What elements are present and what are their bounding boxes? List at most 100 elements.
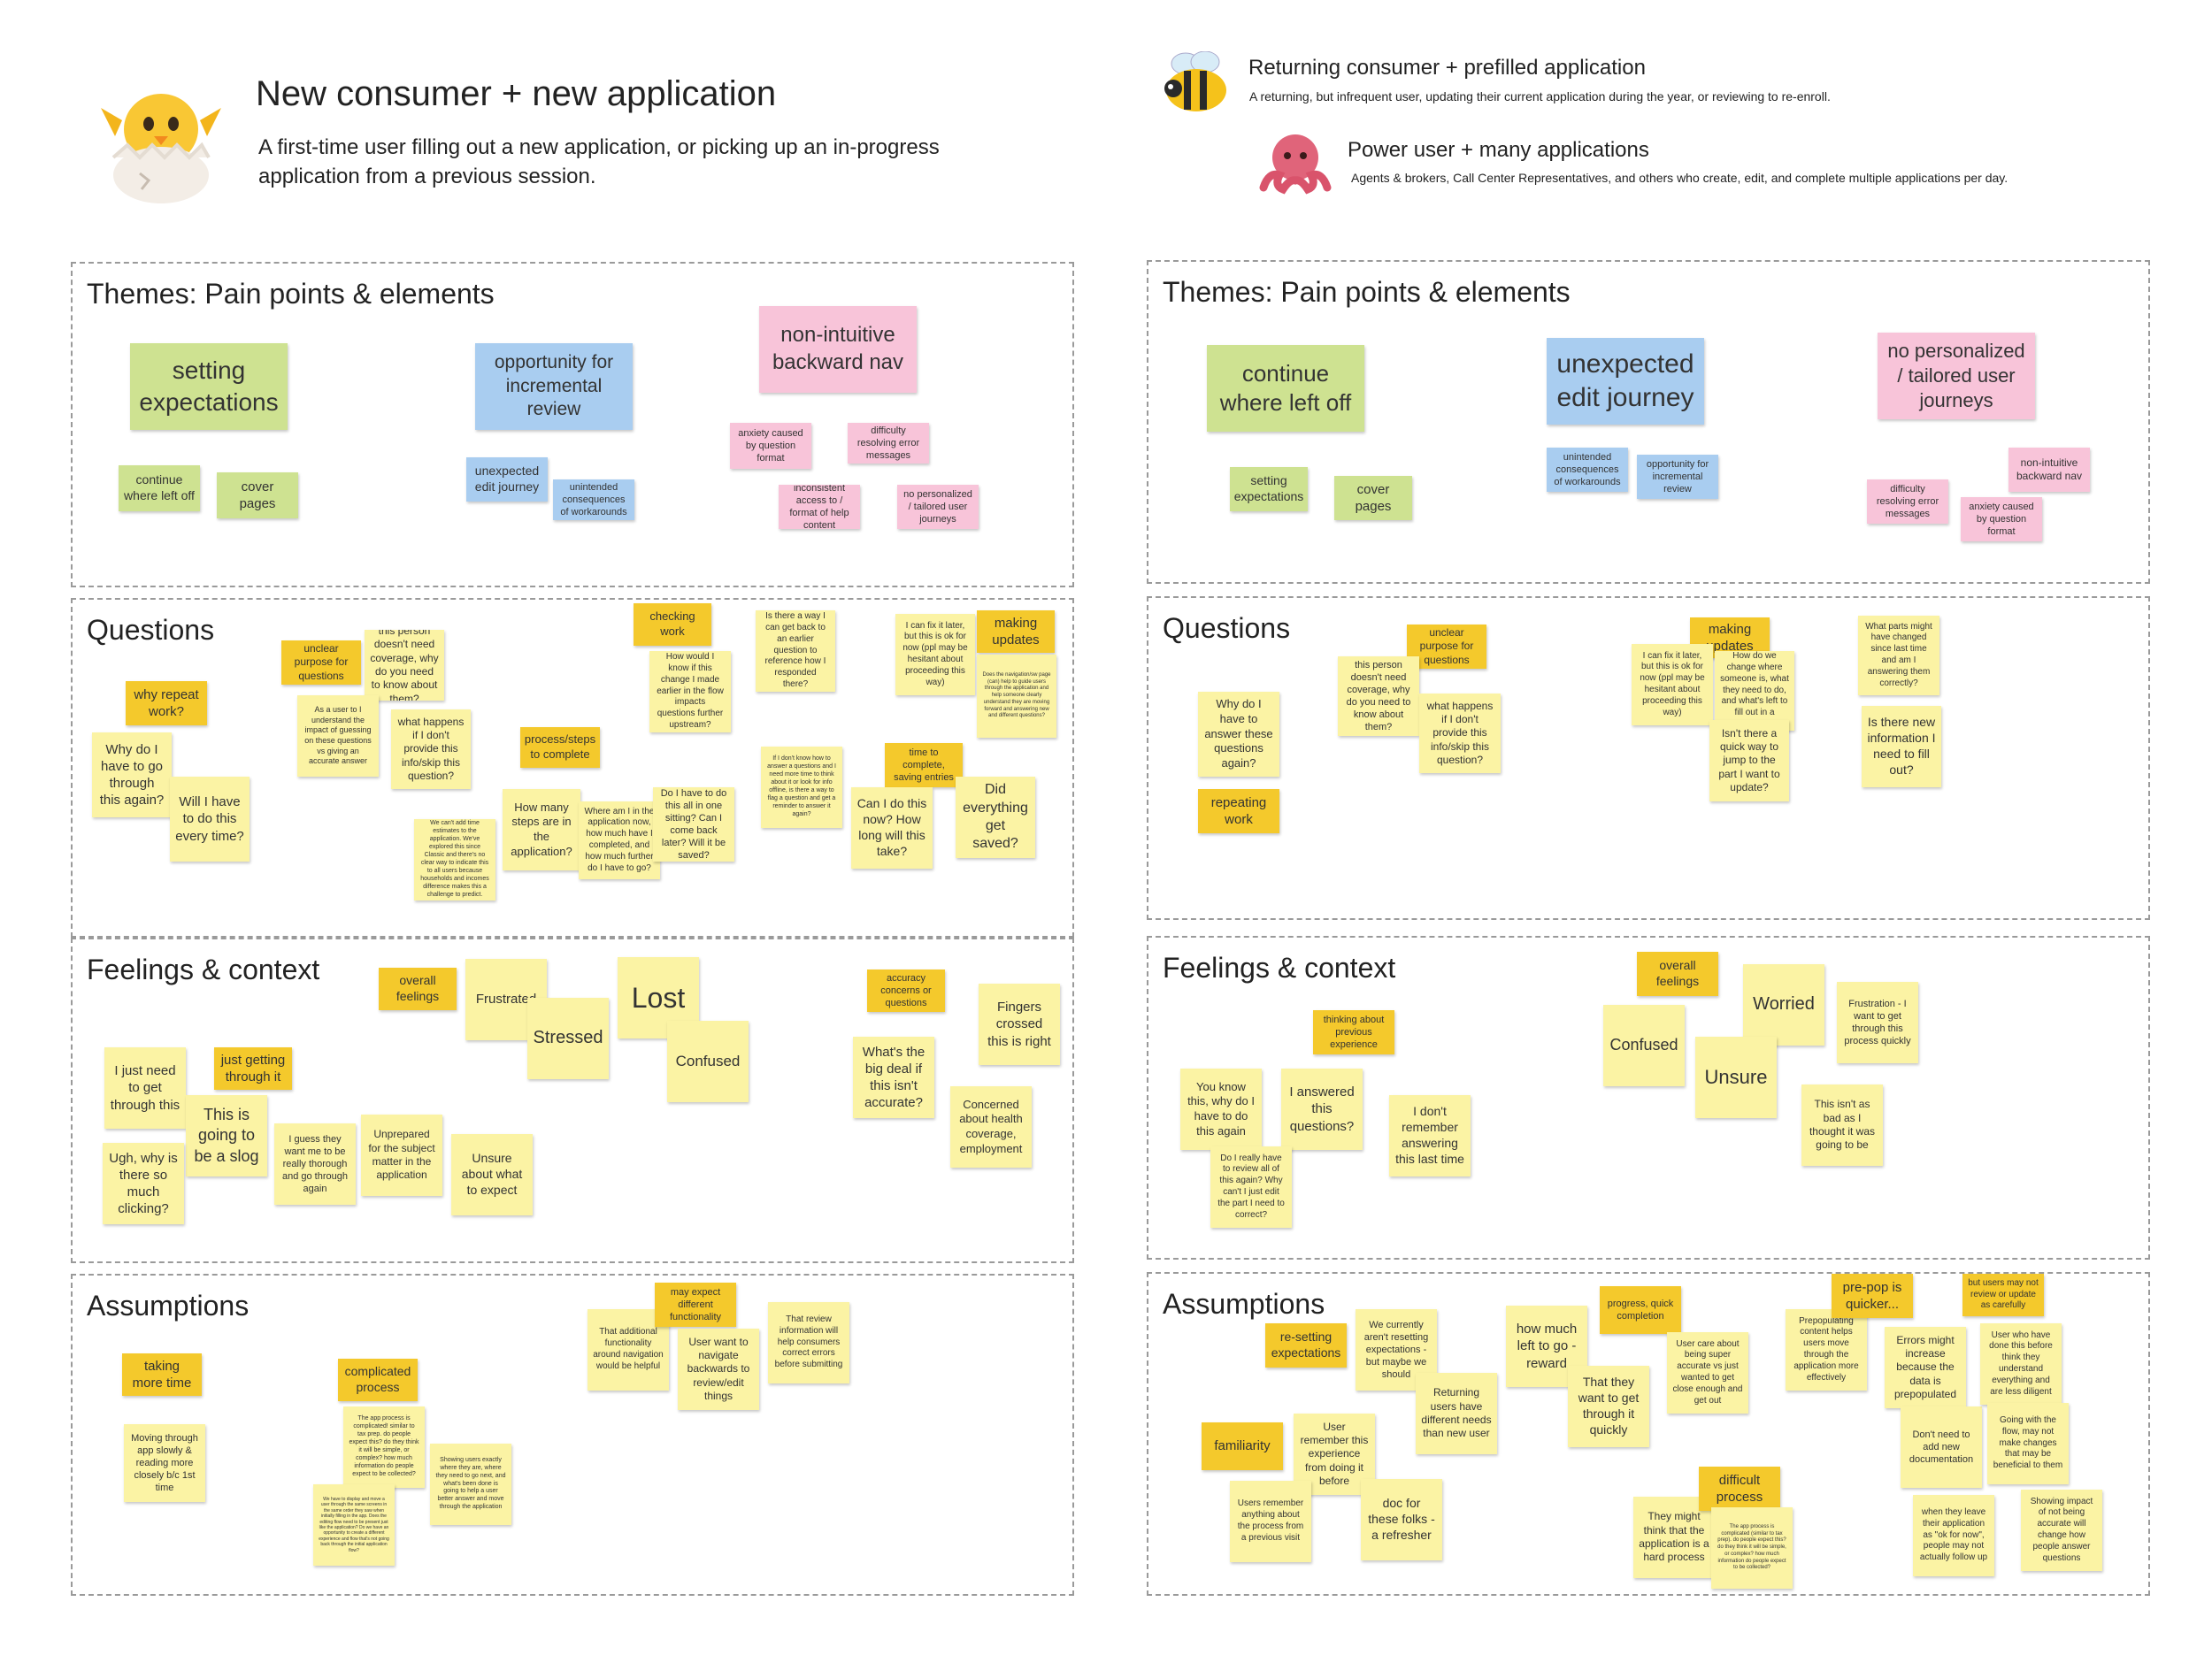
sticky-note[interactable]: Ugh, why is there so much clicking? (103, 1143, 184, 1224)
sticky-note[interactable]: Did everything get saved? (956, 777, 1035, 858)
sticky-note[interactable]: Why do I have to answer these questions … (1198, 692, 1279, 777)
sticky-note[interactable]: Returning users have different needs tha… (1416, 1373, 1497, 1454)
sticky-note[interactable]: Stressed (527, 998, 609, 1079)
sticky-note[interactable]: We have to display and move a user throu… (313, 1484, 395, 1566)
sticky-note[interactable]: checking work (634, 603, 711, 646)
sticky-note[interactable]: Showing impact of not being accurate wil… (2021, 1490, 2102, 1571)
sticky-note[interactable]: How do we change where someone is, what … (1715, 651, 1794, 731)
sticky-note[interactable]: opportunity for incremental review (1637, 455, 1718, 499)
sticky-note[interactable]: how much left to go - reward (1506, 1306, 1587, 1387)
sticky-note[interactable]: Unsure about what to expect (451, 1134, 533, 1215)
sticky-note[interactable]: Unsure (1695, 1037, 1777, 1118)
sticky-note[interactable]: no personalized / tailored user journeys (1878, 333, 2035, 419)
sticky-note[interactable]: Frustration - I want to get through this… (1837, 982, 1918, 1063)
sticky-note[interactable]: just getting through it (214, 1047, 292, 1090)
sticky-note[interactable]: overall feelings (1637, 952, 1718, 996)
sticky-note[interactable]: This is going to be a slog (186, 1095, 267, 1176)
sticky-note[interactable]: Confused (1603, 1005, 1685, 1086)
sticky-note[interactable]: non-intuitive backward nav (2008, 448, 2090, 492)
sticky-note[interactable]: You know this, why do I have to do this … (1180, 1069, 1262, 1150)
sticky-note[interactable]: I just need to get through this (104, 1047, 186, 1129)
sticky-note[interactable]: Going with the flow, may not make change… (1987, 1403, 2069, 1484)
sticky-note[interactable]: opportunity for incremental review (475, 343, 633, 430)
sticky-note[interactable]: accuracy concerns or questions (867, 969, 945, 1012)
sticky-note[interactable]: That they want to get through it quickly (1568, 1366, 1649, 1447)
sticky-note[interactable]: This isn't as bad as I thought it was go… (1801, 1084, 1883, 1166)
sticky-note[interactable]: no personalized / tailored user journeys (897, 485, 979, 529)
sticky-note[interactable]: Errors might increase because the data i… (1885, 1327, 1966, 1408)
sticky-note[interactable]: setting expectations (1230, 467, 1308, 511)
sticky-note[interactable]: this person doesn't need coverage, why d… (365, 630, 444, 701)
sticky-note[interactable]: process/steps to complete (520, 727, 600, 768)
sticky-note[interactable]: what happens if I don't provide this inf… (1419, 694, 1501, 773)
sticky-note[interactable]: What's the big deal if this isn't accura… (853, 1037, 934, 1118)
sticky-note[interactable]: difficulty resolving error messages (848, 423, 929, 464)
sticky-note[interactable]: Concerned about health coverage, employm… (950, 1086, 1032, 1168)
sticky-note[interactable]: That review information will help consum… (768, 1302, 849, 1383)
sticky-note[interactable]: inconsistent access to / format of help … (779, 485, 860, 529)
sticky-note[interactable]: thinking about previous experience (1313, 1010, 1394, 1054)
sticky-note[interactable]: cover pages (1334, 476, 1412, 520)
sticky-note[interactable]: User want to navigate backwards to revie… (678, 1329, 759, 1410)
sticky-note[interactable]: How many steps are in the application? (503, 789, 580, 870)
sticky-note[interactable]: familiarity (1202, 1422, 1283, 1470)
sticky-note[interactable]: unclear purpose for questions (1407, 625, 1486, 669)
sticky-note[interactable]: Showing users exactly where they are, wh… (430, 1444, 511, 1525)
sticky-note[interactable]: Is there new information I need to fill … (1862, 706, 1941, 787)
sticky-note[interactable]: If I don't know how to answer a question… (761, 747, 842, 828)
sticky-note[interactable]: continue where left off (1207, 345, 1364, 432)
sticky-note[interactable]: when they leave their application as "ok… (1913, 1495, 1994, 1576)
sticky-note[interactable]: User who have done this before think the… (1980, 1323, 2062, 1405)
sticky-note[interactable]: setting expectations (130, 343, 288, 430)
sticky-note[interactable]: I answered this questions? (1281, 1069, 1363, 1150)
sticky-note[interactable]: Do I have to do this all in one sitting?… (653, 787, 734, 862)
sticky-note[interactable]: Don't need to add new documentation (1901, 1406, 1982, 1488)
sticky-note[interactable]: may expect different functionality (655, 1283, 736, 1327)
sticky-note[interactable]: complicated process (338, 1359, 418, 1401)
sticky-note[interactable]: Worried (1743, 964, 1824, 1046)
sticky-note[interactable]: The app process is complicated! similar … (343, 1406, 425, 1488)
sticky-note[interactable]: Fingers crossed this is right (979, 984, 1060, 1065)
sticky-note[interactable]: unintended consequences of workarounds (553, 479, 634, 520)
sticky-note[interactable]: That additional functionality around nav… (588, 1309, 669, 1391)
sticky-note[interactable]: Does the navigation/sw page (can) help t… (977, 655, 1056, 738)
sticky-note[interactable]: User care about being super accurate vs … (1667, 1332, 1748, 1414)
sticky-note[interactable]: this person doesn't need coverage, why d… (1338, 656, 1419, 736)
sticky-note[interactable]: We can't add time estimates to the appli… (414, 819, 495, 900)
sticky-note[interactable]: Can I do this now? How long will this ta… (851, 787, 933, 869)
sticky-note[interactable]: making updates (977, 610, 1055, 653)
sticky-note[interactable]: Where am I in the application now, how m… (579, 801, 660, 879)
sticky-note[interactable]: Prepopulating content helps users move t… (1786, 1309, 1867, 1391)
sticky-note[interactable]: difficult process (1699, 1467, 1780, 1511)
sticky-note[interactable]: Will I have to do this every time? (170, 777, 250, 862)
sticky-note[interactable]: Why do I have to go through this again? (92, 732, 172, 817)
sticky-note[interactable]: I can fix it later, but this is ok for n… (895, 614, 975, 695)
sticky-note[interactable]: pre-pop is quicker... (1832, 1274, 1913, 1318)
sticky-note[interactable]: anxiety caused by question format (730, 423, 811, 469)
sticky-note[interactable]: How would I know if this change I made e… (649, 651, 731, 732)
sticky-note[interactable]: Unprepared for the subject matter in the… (361, 1115, 442, 1196)
sticky-note[interactable]: Is there a way I can get back to an earl… (756, 610, 835, 692)
sticky-note[interactable]: re-setting expectations (1265, 1323, 1347, 1368)
sticky-note[interactable]: unexpected edit journey (1547, 338, 1704, 425)
sticky-note[interactable]: progress, quick completion (1600, 1286, 1681, 1334)
sticky-note[interactable]: taking more time (122, 1353, 202, 1396)
sticky-note[interactable]: unexpected edit journey (466, 457, 548, 502)
sticky-note[interactable]: difficulty resolving error messages (1867, 479, 1948, 524)
sticky-note[interactable]: what happens if I don't provide this inf… (391, 709, 471, 789)
sticky-note[interactable]: but users may not review or update as ca… (1962, 1274, 2044, 1316)
sticky-note[interactable]: overall feelings (379, 968, 457, 1010)
sticky-note[interactable]: The app process is complicated (similar … (1711, 1507, 1793, 1589)
sticky-note[interactable]: Do I really have to review all of this a… (1210, 1146, 1292, 1228)
sticky-note[interactable]: I can fix it later, but this is ok for n… (1632, 644, 1713, 725)
sticky-note[interactable]: non-intuitive backward nav (759, 306, 917, 393)
sticky-note[interactable]: unintended consequences of workarounds (1547, 448, 1628, 492)
sticky-note[interactable]: doc for these folks - a refresher (1361, 1479, 1442, 1560)
sticky-note[interactable]: anxiety caused by question format (1961, 497, 2042, 541)
sticky-note[interactable]: continue where left off (119, 465, 200, 511)
sticky-note[interactable]: time to complete, saving entries (885, 743, 963, 787)
sticky-note[interactable]: unclear purpose for questions (281, 640, 361, 685)
sticky-note[interactable]: why repeat work? (126, 681, 207, 725)
sticky-note[interactable]: What parts might have changed since last… (1858, 616, 1939, 695)
sticky-note[interactable]: Moving through app slowly & reading more… (124, 1424, 205, 1502)
